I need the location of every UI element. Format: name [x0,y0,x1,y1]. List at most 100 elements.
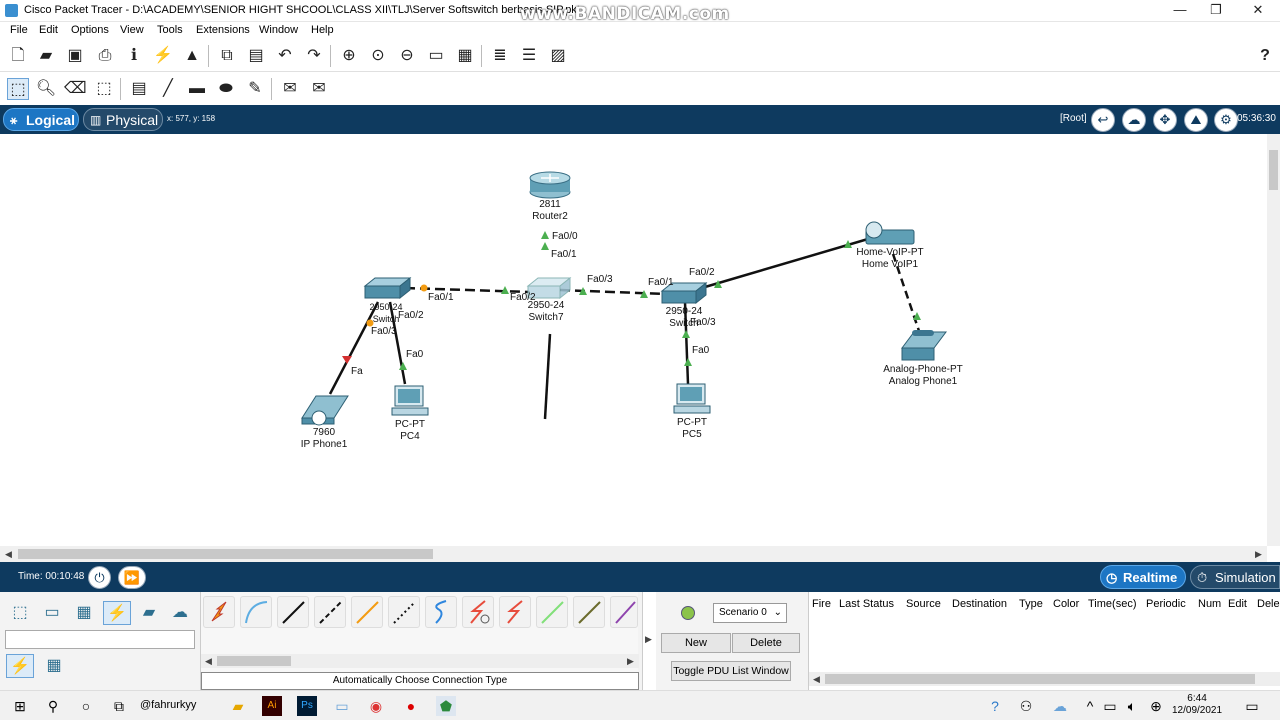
bandicam-icon[interactable]: ● [406,698,416,714]
menu-options[interactable]: Options [71,24,109,36]
windows-start-icon[interactable]: ⊞ [14,698,26,714]
inspect-icon[interactable]: 🔍︎ [35,80,57,97]
viewport-icon[interactable]: ⚙ [1214,108,1238,132]
drawing-palette-icon[interactable]: ▭ [428,47,444,64]
power-cycle-icon[interactable]: ⏻ [88,566,111,589]
print-icon[interactable]: ⎙ [98,47,112,64]
fast-forward-icon[interactable]: ⏩ [118,566,146,589]
menu-edit[interactable]: Edit [39,24,58,36]
help-icon[interactable]: ? [1260,47,1270,64]
crossover-icon[interactable] [314,596,346,628]
display-tray-icon[interactable]: ▭ [1103,698,1117,714]
scroll-left-icon[interactable]: ◀ [5,549,12,559]
illustrator-icon[interactable]: Ai [262,696,282,716]
expand-icon[interactable]: ▶ [645,634,652,644]
info-icon[interactable]: ℹ [130,47,138,64]
menu-window[interactable]: Window [259,24,299,36]
vertical-scrollbar[interactable] [1267,134,1280,546]
new-file-icon[interactable]: 🗋 [11,47,25,64]
delete-scenario-button[interactable]: Delete [732,633,800,653]
scroll-thumb[interactable] [825,674,1255,684]
cable-scrollbar[interactable]: ◀ ▶ [201,654,639,668]
help-tray-icon[interactable]: ? [991,698,999,714]
activity-wizard-icon[interactable]: ▲ [184,47,200,64]
serial-dte-icon[interactable] [499,596,531,628]
new-scenario-button[interactable]: New [661,633,731,653]
device-search-field[interactable] [5,630,195,649]
task-view-icon[interactable]: ⧉ [114,698,124,714]
menu-file[interactable]: File [10,24,28,36]
menu-tools[interactable]: Tools [157,24,183,36]
console-cable-icon[interactable] [240,596,272,628]
minimize-button[interactable]: — [1173,2,1187,17]
scroll-thumb[interactable] [1269,150,1278,190]
serial-dce-icon[interactable] [462,596,494,628]
place-note-icon[interactable]: ▤ [131,80,147,97]
iot-custom-icon[interactable] [573,596,605,628]
components-icon[interactable]: ▦ [76,604,92,621]
scroll-thumb[interactable] [18,549,433,559]
scenario-select[interactable]: Scenario 0 ⌄ [713,603,787,623]
fiber-icon[interactable] [351,596,383,628]
connections-sub-icon[interactable]: ⚡ [6,654,34,678]
auto-cable-icon[interactable] [203,596,235,628]
delete-icon[interactable]: ⌫ [64,80,87,97]
notes-icon[interactable]: ≣ [493,47,507,64]
multiuser-icon[interactable]: ☁ [172,604,188,621]
misc-icon[interactable]: ▰ [142,604,156,621]
add-complex-pdu-icon[interactable]: ✉ [312,80,326,97]
scroll-right-icon[interactable]: ▶ [627,656,634,666]
packet-tracer-task-icon[interactable]: ⬟ [436,696,456,716]
add-simple-pdu-icon[interactable]: ✉ [283,80,297,97]
menu-extensions[interactable]: Extensions [196,24,250,36]
draw-line-icon[interactable]: ╱ [163,80,173,97]
chrome-icon[interactable]: ◉ [369,698,383,714]
scroll-right-icon[interactable]: ▶ [1255,549,1262,559]
search-icon[interactable]: ⚲ [47,698,59,714]
zoom-reset-icon[interactable]: ⊙ [371,47,385,64]
close-button[interactable]: ✕ [1252,2,1264,17]
chevron-up-icon[interactable]: ^ [1086,698,1094,714]
copy-icon[interactable]: ⧉ [221,47,233,64]
octal-icon[interactable] [536,596,568,628]
notepad-icon[interactable]: ▭ [335,698,349,714]
volume-icon[interactable]: 🔈︎ [1127,698,1137,714]
pdu-scrollbar[interactable]: ◀ [809,672,1280,686]
background-icon[interactable]: ⛰ [1184,108,1208,132]
tab-logical[interactable]: ⚹ Logical [3,108,79,131]
horizontal-scrollbar[interactable]: ◀ ▶ [0,546,1267,562]
cloud-tray-icon[interactable]: ☁ [1053,698,1067,714]
network-info-icon[interactable]: ☰ [521,47,537,64]
scroll-left-icon[interactable]: ◀ [813,674,820,684]
phone-cable-icon[interactable] [388,596,420,628]
zoom-out-icon[interactable]: ⊖ [400,47,414,64]
file-explorer-icon[interactable]: ▰ [232,698,244,714]
custom-device-icon[interactable]: ▦ [457,47,473,64]
simulation-button[interactable]: ⏱ Simulation [1190,565,1280,589]
tab-physical[interactable]: ▥ Physical [83,108,163,131]
redo-icon[interactable]: ↷ [307,47,321,64]
wireless-icon[interactable]: ⚡ [153,47,173,64]
logical-workspace[interactable]: 2811 Router2 2950-24 Switch 2950-24 Swit… [0,134,1267,546]
straight-through-icon[interactable] [277,596,309,628]
network-devices-icon[interactable]: ⬚ [12,604,28,621]
undo-icon[interactable]: ↶ [278,47,292,64]
scroll-left-icon[interactable]: ◀ [205,656,212,666]
image-icon[interactable]: ▨ [550,47,566,64]
move-icon[interactable]: ✥ [1153,108,1177,132]
freeform-icon[interactable]: ✎ [248,80,262,97]
connections-icon[interactable]: ⚡ [103,601,131,625]
toggle-pdu-list-button[interactable]: Toggle PDU List Window [671,661,791,681]
paste-icon[interactable]: ▤ [248,47,264,64]
draw-ellipse-icon[interactable]: ⬬ [219,80,233,97]
network-globe-icon[interactable]: ⊕ [1150,698,1162,714]
draw-rectangle-icon[interactable]: ▬ [189,80,205,97]
end-devices-icon[interactable]: ▭ [44,604,60,621]
panel-splitter[interactable]: ▶ [642,592,656,690]
scroll-thumb[interactable] [217,656,291,666]
zoom-in-icon[interactable]: ⊕ [342,47,356,64]
grid-icon[interactable]: ▦ [46,657,62,674]
realtime-button[interactable]: ◷ Realtime [1100,565,1186,589]
open-folder-icon[interactable]: ▰ [39,47,53,64]
usb-cable-icon[interactable] [610,596,638,628]
